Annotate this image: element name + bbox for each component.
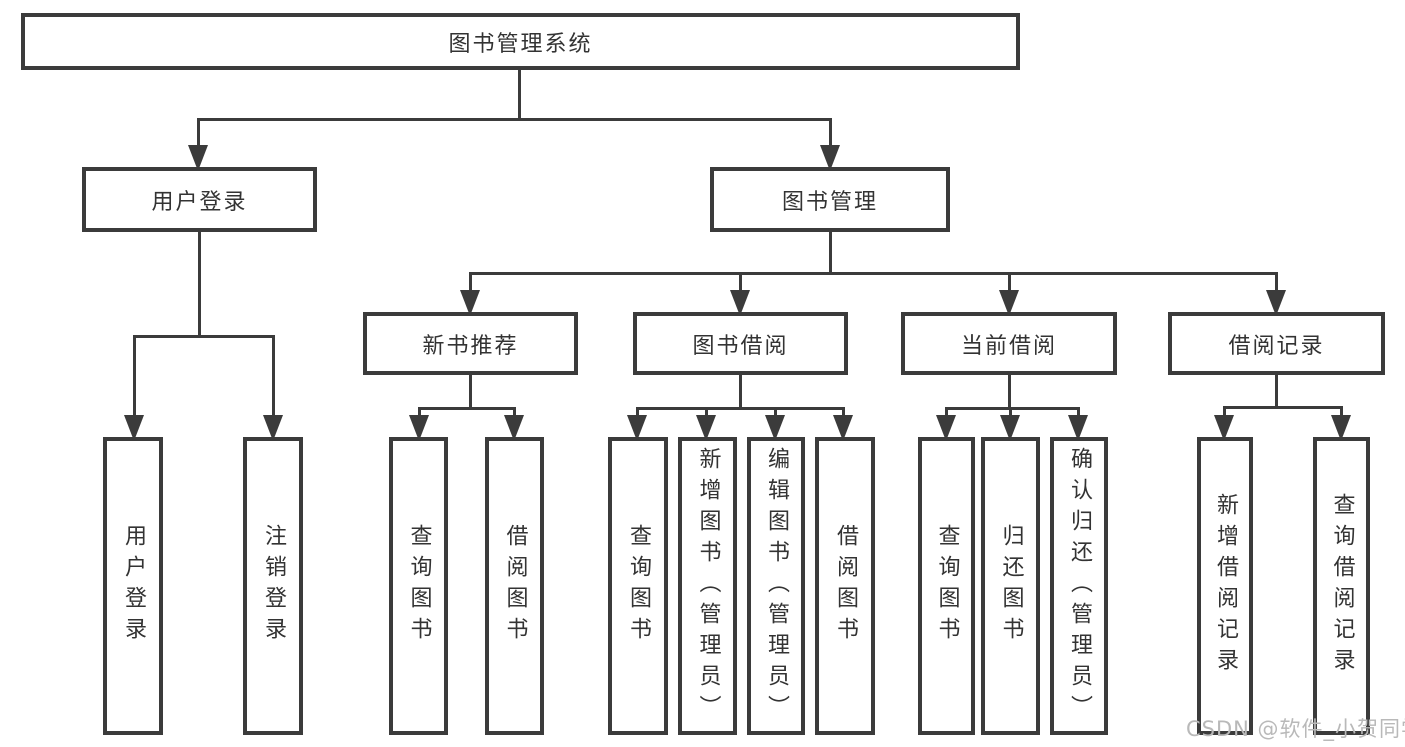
connector-rail	[469, 272, 1278, 275]
leaf-br-query-record: 查询借阅记录	[1313, 437, 1370, 735]
node-borrow-records: 借阅记录	[1168, 312, 1385, 375]
connector-drop	[272, 335, 275, 417]
leaf-nbr-query-books: 查询图书	[389, 437, 448, 735]
arrowhead-down-icon	[460, 290, 480, 316]
node-user-login-branch: 用户登录	[82, 167, 317, 232]
arrowhead-down-icon	[504, 415, 524, 441]
arrowhead-down-icon	[833, 415, 853, 441]
connector-drop	[774, 407, 777, 417]
arrowhead-down-icon	[765, 415, 785, 441]
connector-stem	[198, 232, 201, 335]
connector-rail	[636, 407, 844, 410]
connector-stem	[469, 375, 472, 407]
connector-drop	[1008, 272, 1011, 292]
leaf-nbr-borrow-books: 借阅图书	[485, 437, 544, 735]
arrowhead-down-icon	[1068, 415, 1088, 441]
leaf-logout: 注销登录	[243, 437, 303, 735]
node-book-management: 图书管理	[710, 167, 950, 232]
connector-stem	[1008, 375, 1011, 407]
connector-stem	[739, 375, 742, 407]
connector-drop	[945, 407, 948, 417]
connector-drop	[739, 272, 742, 292]
leaf-bb-query-books: 查询图书	[608, 437, 668, 735]
connector-drop	[513, 407, 516, 417]
node-root: 图书管理系统	[21, 13, 1020, 70]
connector-stem	[829, 232, 832, 272]
connector-drop	[705, 407, 708, 417]
connector-drop	[418, 407, 421, 417]
arrowhead-down-icon	[1000, 415, 1020, 441]
connector-drop	[829, 118, 832, 148]
leaf-cb-query-books: 查询图书	[918, 437, 975, 735]
leaf-bb-add-books-admin: 新增图书（管理员）	[678, 437, 737, 735]
arrowhead-down-icon	[1266, 290, 1286, 316]
arrowhead-down-icon	[263, 415, 283, 441]
connector-drop	[636, 407, 639, 417]
node-book-borrow: 图书借阅	[633, 312, 848, 375]
connector-drop	[1275, 272, 1278, 292]
arrowhead-down-icon	[409, 415, 429, 441]
connector-drop	[842, 407, 845, 417]
arrowhead-down-icon	[1331, 415, 1351, 441]
connector-drop	[1340, 406, 1343, 417]
arrowhead-down-icon	[1214, 415, 1234, 441]
connector-drop	[1223, 406, 1226, 417]
connector-rail	[133, 335, 274, 338]
arrowhead-down-icon	[627, 415, 647, 441]
node-new-book-recommend: 新书推荐	[363, 312, 578, 375]
connector-rail	[418, 407, 515, 410]
connector-drop	[133, 335, 136, 417]
leaf-br-add-record: 新增借阅记录	[1197, 437, 1253, 735]
leaf-bb-borrow-books: 借阅图书	[815, 437, 875, 735]
arrowhead-down-icon	[820, 145, 840, 171]
arrowhead-down-icon	[124, 415, 144, 441]
node-current-borrow: 当前借阅	[901, 312, 1117, 375]
leaf-bb-edit-books-admin: 编辑图书（管理员）	[747, 437, 805, 735]
arrowhead-down-icon	[730, 290, 750, 316]
arrowhead-down-icon	[696, 415, 716, 441]
connector-root-stem	[518, 69, 521, 118]
arrowhead-down-icon	[999, 290, 1019, 316]
leaf-user-login: 用户登录	[103, 437, 163, 735]
connector-drop	[197, 118, 200, 148]
leaf-cb-confirm-return-admin: 确认归还（管理员）	[1050, 437, 1108, 735]
leaf-cb-return-books: 归还图书	[981, 437, 1040, 735]
watermark: CSDN @软件_小贺同学	[1186, 717, 1405, 741]
arrowhead-down-icon	[936, 415, 956, 441]
arrowhead-down-icon	[188, 145, 208, 171]
connector-drop	[1009, 407, 1012, 417]
connector-root-rail	[197, 118, 832, 121]
connector-rail	[1223, 406, 1343, 409]
connector-stem	[1275, 375, 1278, 406]
connector-drop	[469, 272, 472, 292]
connector-drop	[1077, 407, 1080, 417]
connector-rail	[945, 407, 1080, 410]
